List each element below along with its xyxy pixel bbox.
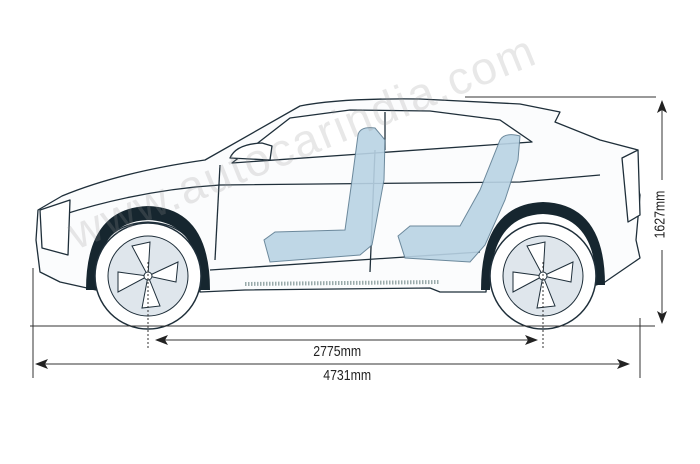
- front-seat: [263, 127, 386, 263]
- headlight: [39, 199, 71, 256]
- length-arrow-right: [617, 359, 630, 369]
- door-line-front: [214, 164, 221, 261]
- rear-seat: [397, 134, 521, 263]
- side-mirror: [229, 142, 273, 161]
- length-label: 4731mm: [323, 367, 372, 384]
- rear-wheel-arch: [481, 202, 605, 290]
- wheelbase-label: 2775mm: [313, 343, 362, 360]
- height-label: 1627mm: [651, 190, 669, 239]
- height-arrow-top: [657, 100, 667, 113]
- taillight: [621, 149, 641, 223]
- battery-strip: [244, 280, 441, 286]
- shoulder-line: [61, 174, 601, 216]
- wheelbase-arrow-right: [525, 335, 538, 345]
- wheelbase-arrow-left: [155, 335, 168, 345]
- front-wheel-arch: [86, 206, 210, 290]
- height-arrow-bottom: [657, 311, 667, 324]
- length-arrow-left: [35, 359, 48, 369]
